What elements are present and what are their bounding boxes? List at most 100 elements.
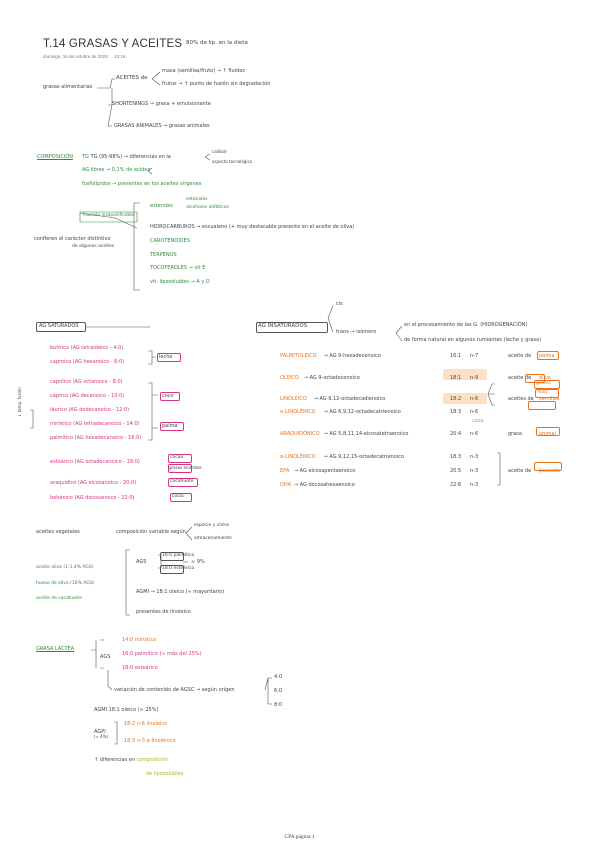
pescado-box	[534, 462, 562, 471]
tecno-text: aspecto tecnológico	[212, 159, 253, 164]
insat-row-num: 22:6	[450, 482, 462, 488]
highlight-oleico	[443, 369, 487, 380]
insat-row-desc: → AG eicosapentaenoico	[293, 468, 356, 474]
insat-row-num: 20:5	[450, 468, 462, 474]
maiz: maíz	[537, 390, 548, 395]
insat-row-desc: → AG 9,12-octadecadienoico	[313, 396, 386, 402]
s4-estearico: 18:0 esteárico	[122, 665, 158, 671]
s4-fl: ↑ diferencias en composición	[94, 757, 168, 763]
aceite-oliva: aceite oliva (1-1,4% AGS)	[36, 565, 94, 570]
palma-box	[160, 422, 184, 431]
s4-n2: 6:0	[274, 688, 283, 694]
insat-row-num: 16:1	[450, 353, 462, 359]
shortening-line: SHORTENINGS → grasa + emulsionante	[112, 101, 211, 107]
s4-n3: 8:0	[274, 702, 283, 708]
s4-agmi: AGMI 18:1 oleico (≈ 25%)	[94, 707, 159, 713]
insat-row-src: aceite de	[508, 353, 532, 359]
sat-label: AG SATURADOS	[39, 323, 79, 329]
aceite-cacahuete: aceite de cacahuete	[36, 596, 82, 601]
estanoles: estanoles	[186, 197, 208, 202]
s4-ags: AGS	[100, 654, 111, 660]
cacao-box	[168, 454, 192, 463]
miristico: mirístico (AG tetradecanoico - 14:0)	[50, 421, 140, 427]
page-title: T.14 GRASAS Y ACEITES	[43, 38, 183, 50]
composicion-label: COMPOSICIÓN	[37, 154, 73, 160]
insat-row-desc: → AG docosahexaenoico	[293, 482, 355, 488]
semillas-box	[528, 401, 556, 410]
s4-linolenico: 18:3 n-3 α-linolénico	[124, 738, 176, 744]
alcoholes: alcoholes alifáticos	[186, 205, 229, 210]
girasol: girasol	[536, 381, 552, 386]
aceites-label: ACEITES de	[116, 75, 148, 81]
insat-row-num: 18:3	[450, 454, 462, 460]
insat-row-name: ARAQUIDÓNICO	[280, 431, 320, 437]
fosfolipidos-line: fosfolípidos → presentes en los aceites …	[82, 181, 202, 187]
insat-row-desc: → AG 6,9,12-octadecatrienoico	[323, 409, 401, 415]
highlight-linoleico	[443, 393, 487, 404]
s3-pres: presentes de linoleico	[136, 609, 191, 615]
colza-box	[170, 493, 192, 502]
leche-box	[157, 353, 181, 362]
insat-row-num: 18:2	[450, 396, 462, 402]
insat-row-n: n-3	[470, 454, 479, 460]
insat-row-num: 20:4	[450, 431, 462, 437]
s3-estearico: 18:0 esteárico	[162, 566, 195, 571]
s3-pct: ≈ 9%	[191, 559, 205, 565]
page-footer: CPA página 1	[284, 834, 315, 840]
leche: leche	[159, 354, 173, 360]
insaponificable-box-label: fracción insaponificable	[83, 213, 134, 218]
aceites-text: de algunos aceites	[72, 244, 115, 249]
animal-box	[536, 427, 560, 436]
insat-row-name: α-LINOLÉNICO	[280, 454, 316, 460]
especie-clima: especie y clima	[194, 523, 229, 528]
forma-natural: de forma natural en algunos rumiantes (l…	[404, 337, 542, 343]
hueso-oliva: hueso de oliva (16% AGS)	[36, 581, 95, 586]
behenico: behénico (AG docosanoico - 22:0)	[50, 495, 135, 501]
s4-palmitico: 16:0 palmítico (≈ más del 25%)	[122, 651, 202, 657]
insat-row-name: DHA	[280, 482, 292, 488]
insat-row-desc: → AG 5,8,11,14-eicosatetraenoico	[323, 431, 409, 437]
insat-row-name: LINOLEICO	[280, 396, 307, 402]
confieren-text: confieren el carácter distintivo	[34, 236, 111, 242]
tg-line: TG TG (95-98%) → diferencias en la	[82, 154, 171, 160]
cacahuete-box	[168, 478, 198, 487]
caprilico: caprílico (AG octanoico - 8:0)	[50, 379, 123, 385]
aceites-vegetales-head: aceites vegetales	[36, 529, 80, 535]
butirico: butírico (AG tetraldeico - 4:0)	[50, 345, 124, 351]
temp-fusion-note: ↓ temp. fusión	[17, 387, 22, 417]
grasas-alimentarias: grasas alimentarias	[43, 84, 93, 90]
insat-row-name: PALMITOLEICO	[280, 353, 317, 359]
page-date: domingo, 15 de octubre de 2023 10:16	[43, 54, 126, 59]
coco-box	[160, 392, 180, 401]
caproico: caproico (AG hexanoico - 6:0)	[50, 359, 125, 365]
laurico: láurico (AG dodecanoico - 12:0)	[50, 407, 130, 413]
grasa-animal: grasas animales	[169, 465, 202, 470]
insat-row-n: n-3	[470, 468, 479, 474]
s4-linoleico: 18:2 n-6 linoleico	[124, 721, 168, 727]
insat-row-desc: → AG 9-hexadecenoico	[323, 353, 381, 359]
s4-miristico: 14:0 mirístico	[122, 637, 157, 643]
insat-row-src: aceite de	[508, 375, 532, 381]
header-note: 80% de lip. en la dieta	[186, 40, 248, 46]
vit-liposolubles: vit. liposolubles → A y D	[150, 279, 210, 285]
palma-insat-box	[537, 351, 559, 360]
estearico: esteárico (AG octadecanoico - 18:0)	[50, 459, 140, 465]
esteroles: esteroles	[150, 203, 173, 209]
girasol-box	[534, 380, 560, 389]
insat-row-desc: → AG 9-octadecenoico	[303, 375, 360, 381]
insat-row-n: n-6	[470, 396, 479, 402]
agl-line: AG libres → 0,1% de acidez	[82, 167, 150, 173]
carotenoides: CAROTENOIDES	[150, 238, 190, 244]
s3-palmitico: 16:0 palmítico	[162, 553, 195, 558]
calidad-text: calidad	[212, 149, 227, 154]
sat-label-box	[36, 322, 86, 332]
s4-agpi: AGPI(≈ 4%)	[94, 729, 109, 739]
insat-row-n: n-6	[470, 409, 479, 415]
insat-row-src: aceite de	[508, 468, 532, 474]
masa-line: masa (semillas/fruto) → ↑ fluidez	[162, 68, 245, 74]
insat-row-srcv: semillas	[539, 396, 560, 402]
insat-row-srcv: palma	[539, 353, 555, 359]
insat-row-n: n-7	[470, 353, 479, 359]
palmitico: palmítico (AG hexadecanoico - 16:0)	[50, 435, 142, 441]
insat-label: AG INSATURADOS	[258, 323, 308, 329]
